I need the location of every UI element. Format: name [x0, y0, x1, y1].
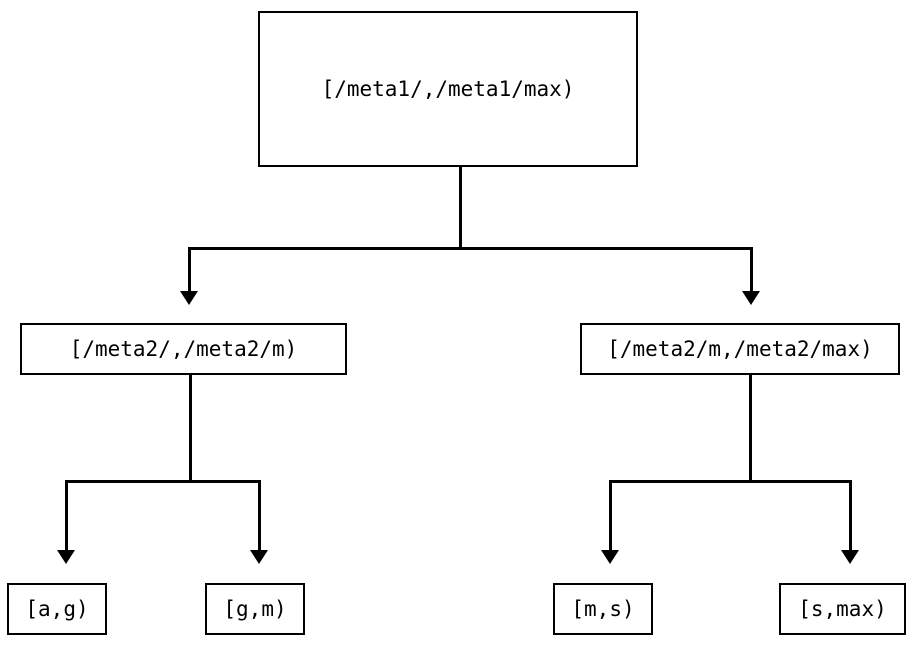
arrowhead-down-icon-leaf-a-g — [57, 550, 75, 564]
tree-node-leaf-m-s[interactable]: [m,s) — [553, 583, 653, 635]
tree-node-leaf-g-m[interactable]: [g,m) — [205, 583, 305, 635]
arrowhead-down-icon-leaf-s-max — [841, 550, 859, 564]
edge-root-to-mid-right — [750, 247, 753, 292]
tree-node-leaf-s-max[interactable]: [s,max) — [779, 583, 906, 635]
tree-node-leaf-a-g[interactable]: [a,g) — [7, 583, 107, 635]
tree-node-mid-left[interactable]: [/meta2/,/meta2/m) — [20, 323, 347, 375]
edge-mid-right-to-leaf-s-max — [849, 480, 852, 551]
edge-mid-left-to-leaf-a-g — [65, 480, 68, 551]
arrowhead-down-icon-leaf-m-s — [601, 550, 619, 564]
edge-root-stem — [459, 167, 462, 250]
tree-node-mid-right[interactable]: [/meta2/m,/meta2/max) — [580, 323, 900, 375]
edge-mid-right-to-leaf-m-s — [609, 480, 612, 551]
edge-mid-right-horizontal-bus — [609, 480, 852, 483]
edge-root-horizontal-bus — [188, 247, 753, 250]
arrowhead-down-icon-mid-left — [180, 291, 198, 305]
arrowhead-down-icon-leaf-g-m — [250, 550, 268, 564]
edge-mid-left-stem — [189, 375, 192, 483]
edge-mid-left-to-leaf-g-m — [258, 480, 261, 551]
arrowhead-down-icon-mid-right — [742, 291, 760, 305]
edge-mid-right-stem — [749, 375, 752, 483]
edge-mid-left-horizontal-bus — [65, 480, 261, 483]
edge-root-to-mid-left — [188, 247, 191, 292]
tree-node-root[interactable]: [/meta1/,/meta1/max) — [258, 11, 638, 167]
